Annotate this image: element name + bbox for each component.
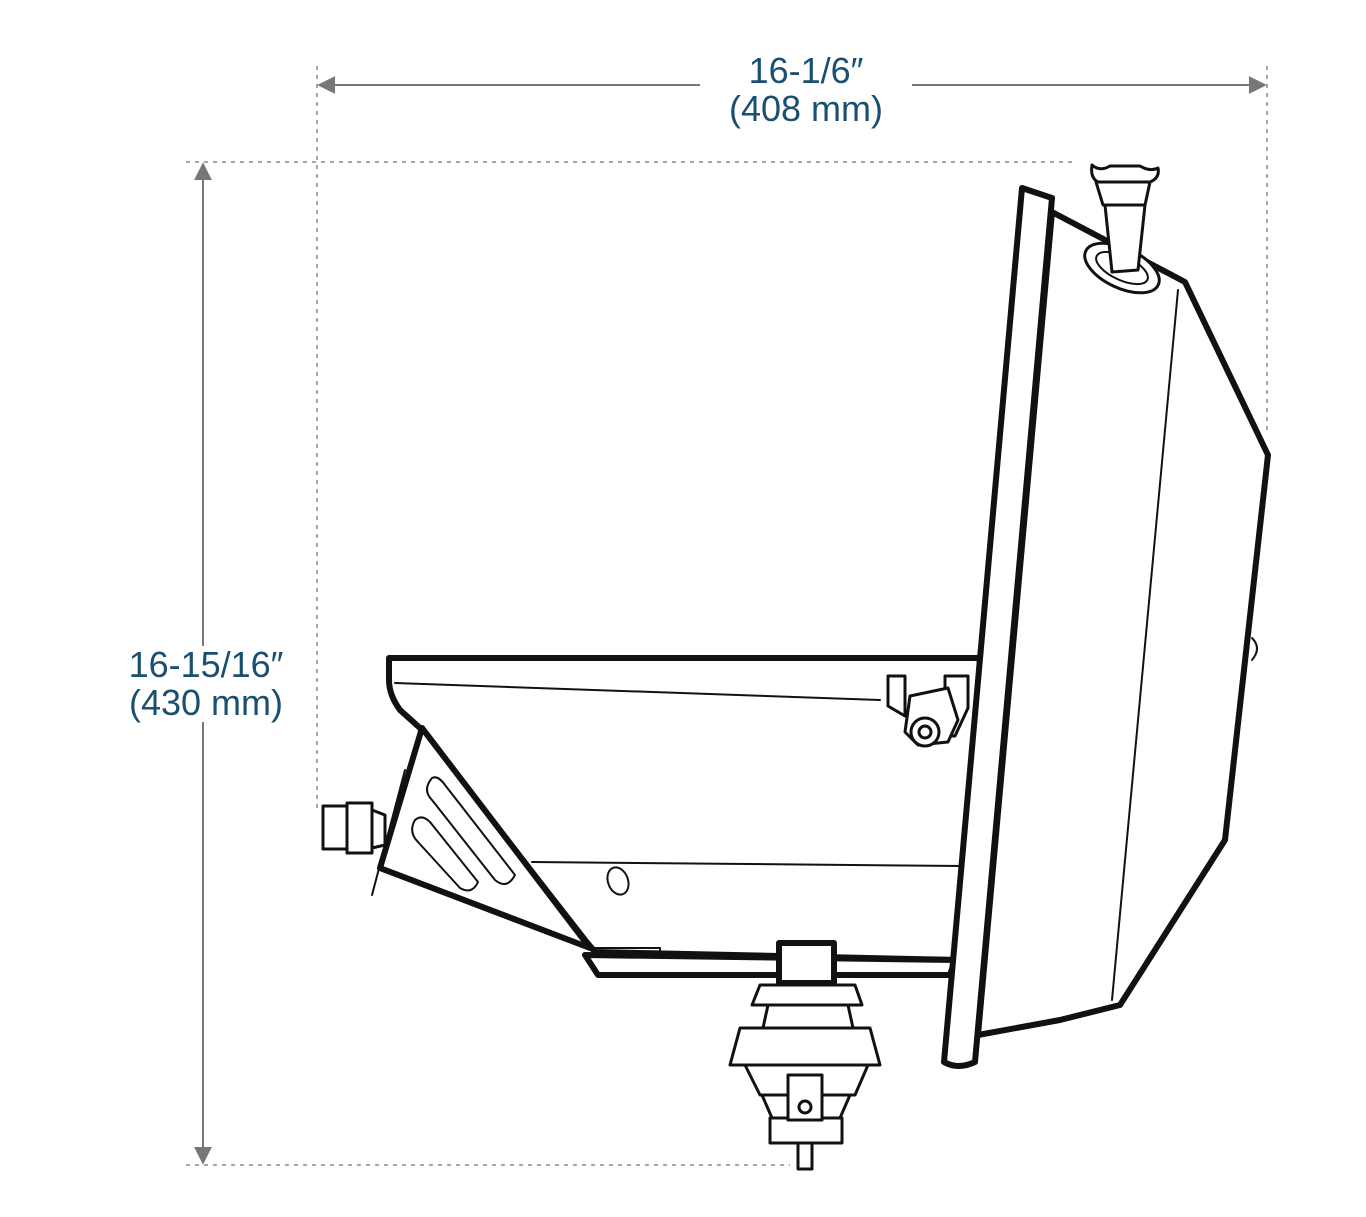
height-metric-text: (430 mm) — [128, 682, 284, 723]
bottom-rail — [582, 952, 958, 978]
width-imperial-text: 16-1/6″ — [748, 50, 864, 91]
device-outline — [321, 163, 1271, 1171]
front-plate — [941, 185, 1055, 1069]
rear-tab — [1251, 637, 1258, 661]
rear-enclosure — [975, 209, 1271, 1038]
housing-top-edge — [394, 682, 881, 701]
hinge-bracket — [886, 674, 970, 748]
housing-mid-seam — [531, 861, 964, 867]
connector-slot-2 — [411, 816, 479, 892]
height-imperial-text: 16-15/16″ — [128, 644, 284, 685]
extension-lines — [186, 66, 1268, 1166]
connector-slot-1 — [426, 776, 516, 885]
housing-screw-hole — [606, 866, 630, 896]
side-connector — [321, 801, 387, 855]
height-dimension-label: 16-15/16″ (430 mm) — [100, 646, 312, 722]
width-metric-text: (408 mm) — [728, 88, 884, 129]
mount-stack — [728, 940, 882, 1171]
connector-plate-edge — [371, 769, 406, 896]
rear-enclosure-inner-edge — [1111, 289, 1179, 1001]
top-knob — [1083, 163, 1161, 295]
width-dimension-label: 16-1/6″ (408 mm) — [700, 52, 912, 128]
rail-tab — [594, 947, 661, 956]
